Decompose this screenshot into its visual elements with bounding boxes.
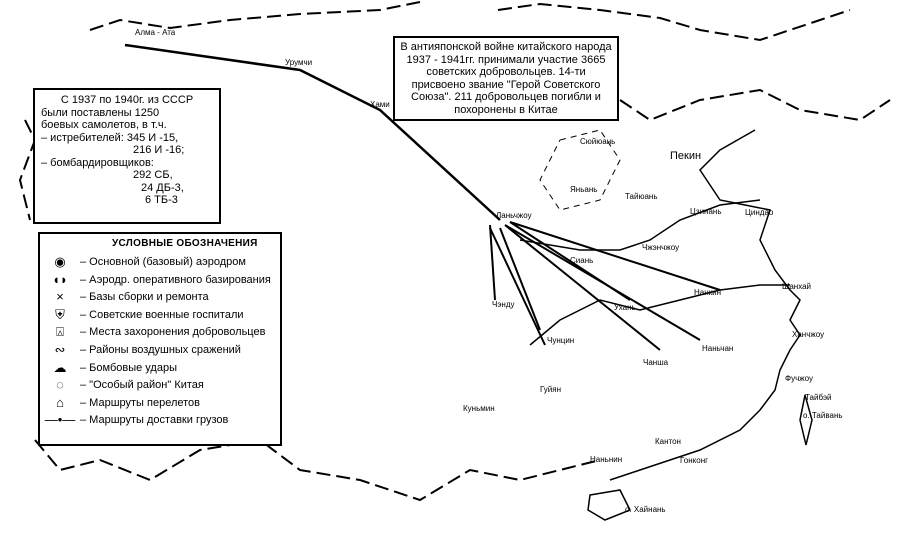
operational-airfield-icon: ◖◗ xyxy=(52,271,68,287)
city-label: Сиань xyxy=(570,256,594,265)
city-label: Куньмин xyxy=(463,404,495,413)
legend-item: ☁ – Бомбовые удары xyxy=(40,359,280,377)
city-label: Алма - Ата xyxy=(135,28,176,37)
city-label: Фучжоу xyxy=(785,374,813,383)
taiwan xyxy=(799,394,813,446)
supply-line: 216 И -16; xyxy=(133,144,185,156)
city-label: Яньань xyxy=(570,185,598,194)
legend-label: – "Особый район" Китая xyxy=(80,379,204,392)
coastline xyxy=(609,129,801,481)
city-label: о. Тайвань xyxy=(803,411,843,420)
legend-label: – Бомбовые удары xyxy=(80,361,177,374)
burial-icon: ⍓ xyxy=(56,324,64,340)
legend-item: ∾ – Районы воздушных сражений xyxy=(40,341,280,359)
legend-item: ⛨ – Советские военные госпитали xyxy=(40,306,280,324)
legend-item: ⍓ – Места захоронения добровольцев xyxy=(40,324,280,342)
repair-base-icon: × xyxy=(56,289,64,305)
legend-item: —•— – Маршруты доставки грузов xyxy=(40,412,280,430)
supply-line: 6 ТБ-3 xyxy=(145,194,178,206)
legend-item: ⌂ – Маршруты перелетов xyxy=(40,394,280,412)
city-label: Тайюань xyxy=(625,192,658,201)
city-label: Ухань xyxy=(614,303,636,312)
city-label: Ланьчжоу xyxy=(496,211,532,220)
special-region-border xyxy=(539,129,621,211)
city-label: Тайбэй xyxy=(805,393,832,402)
special-region-icon: ◌ xyxy=(56,377,64,393)
city-label: о. Хайнань xyxy=(625,505,666,514)
city-label: Ханчжоу xyxy=(792,330,825,339)
bomb-strike-icon: ☁ xyxy=(53,359,67,375)
flight-route-icon: ⌂ xyxy=(56,394,64,410)
supply-line: были поставлены 1250 xyxy=(41,106,160,119)
city-label: Кантон xyxy=(655,437,681,446)
legend-label: – Базы сборки и ремонта xyxy=(80,291,209,304)
supply-info-box: С 1937 по 1940г. из СССР были поставлены… xyxy=(33,88,221,224)
city-label: Гуйян xyxy=(540,385,562,394)
legend-item: ◌ – "Особый район" Китая xyxy=(40,377,280,395)
city-label: Чжэнчжоу xyxy=(642,243,680,252)
city-label: Наньчан xyxy=(702,344,734,353)
hospital-icon: ⛨ xyxy=(55,306,65,322)
legend-label: – Основной (базовый) аэродром xyxy=(80,256,246,269)
legend-label: – Маршруты доставки грузов xyxy=(80,414,229,427)
city-label: Чанша xyxy=(643,358,669,367)
legend-label: – Советские военные госпитали xyxy=(80,308,244,321)
city-label: Наньнин xyxy=(590,455,623,464)
hainan xyxy=(587,489,632,521)
supply-line: С 1937 по 1940г. из СССР xyxy=(60,94,194,106)
supply-line: 24 ДБ-3, xyxy=(141,181,184,194)
legend-label: – Места захоронения добровольцев xyxy=(80,326,266,339)
city-label: Циндао xyxy=(745,208,774,217)
city-label: Цзинань xyxy=(690,207,722,216)
legend-item: ◖◗ – Аэродр. оперативного базирования xyxy=(40,271,280,289)
city-label: Нанкин xyxy=(694,288,722,297)
city-label: Чэнду xyxy=(492,300,515,309)
legend-item: ◉ – Основной (базовый) аэродром xyxy=(40,254,280,272)
borders xyxy=(18,1,891,502)
yellow-river xyxy=(519,199,761,251)
cargo-route-icon: —•— xyxy=(44,412,76,428)
city-label: Урумчи xyxy=(285,58,313,67)
city-label: Пекин xyxy=(670,150,702,162)
supply-line: боевых самолетов, в т.ч. xyxy=(41,119,167,131)
main-airfield-icon: ◉ xyxy=(54,254,66,270)
legend-label: – Районы воздушных сражений xyxy=(80,344,241,357)
city-label: Шанхай xyxy=(782,282,812,291)
legend-label: – Маршруты перелетов xyxy=(80,396,201,409)
city-label: Сюйюань xyxy=(580,137,616,146)
air-battle-icon: ∾ xyxy=(54,342,66,358)
supply-line: 292 СБ, xyxy=(133,169,173,181)
legend-item: × – Базы сборки и ремонта xyxy=(40,289,280,307)
city-label: Чунцин xyxy=(547,336,575,345)
city-label: Хами xyxy=(370,100,390,109)
legend-label: – Аэродр. оперативного базирования xyxy=(80,273,271,286)
legend: УСЛОВНЫЕ ОБОЗНАЧЕНИЯ ◉ – Основной (базовы… xyxy=(38,232,282,446)
supply-line: – бомбардировщиков: xyxy=(41,156,154,169)
legend-title: УСЛОВНЫЕ ОБОЗНАЧЕНИЯ xyxy=(112,238,258,249)
supply-line: – истребителей: 345 И -15, xyxy=(41,131,179,144)
city-label: Гонконг xyxy=(680,456,709,465)
yangtze-river xyxy=(529,284,790,346)
flight-routes xyxy=(124,43,721,351)
volunteers-info-box: В антияпонской войне китайского народа 1… xyxy=(393,36,619,121)
